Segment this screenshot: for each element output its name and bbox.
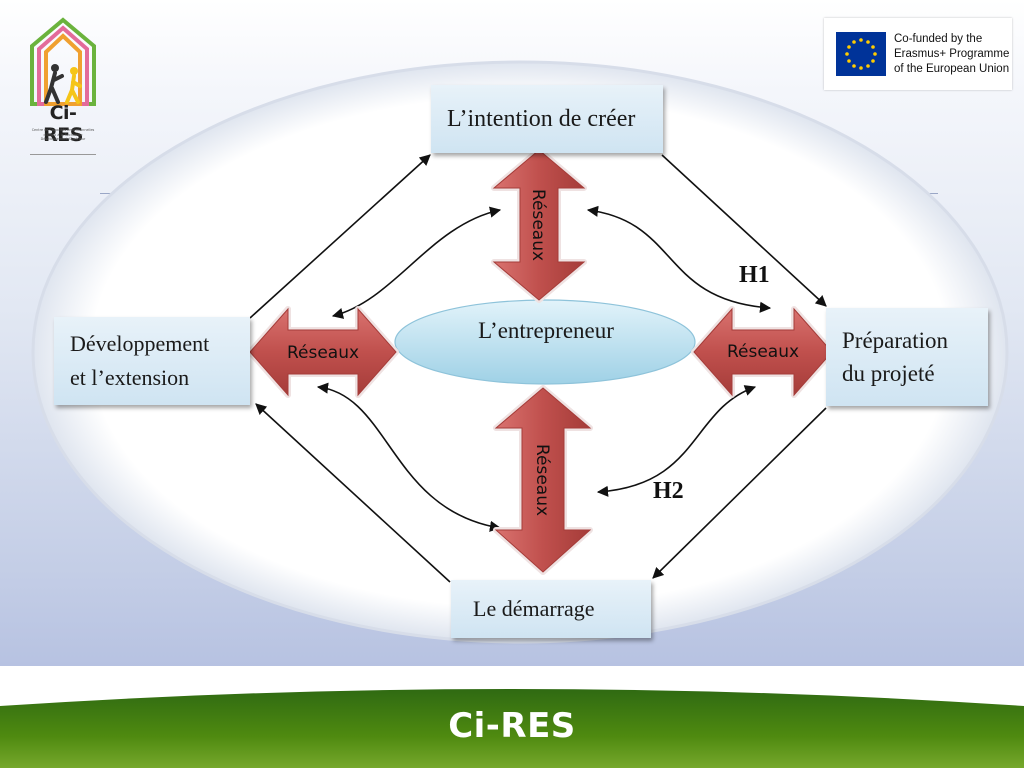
curved-arrow-bottom-right xyxy=(596,385,757,497)
footer-title: Ci-RES xyxy=(448,706,576,746)
erasmus-cofunded-logo: Co-funded by the Erasmus+ Programme of t… xyxy=(824,18,1012,90)
reseaux-arrow-bottom xyxy=(493,385,593,575)
footer-band xyxy=(0,666,1024,768)
logo-subtitle: Centre de Capacités Institutionnelles d'… xyxy=(31,128,95,142)
reseaux-label-top: Réseaux xyxy=(528,189,548,261)
reseaux-label-right: Réseaux xyxy=(727,342,799,362)
eu-flag-icon xyxy=(836,32,886,76)
reseaux-arrow-top xyxy=(491,147,587,303)
ci-res-house-icon xyxy=(30,17,96,106)
reseaux-label-bottom: Réseaux xyxy=(532,444,552,516)
entrepreneur-label: L’entrepreneur xyxy=(478,318,614,343)
entrepreneur-ellipse xyxy=(394,299,696,385)
reseaux-arrow-right xyxy=(691,306,835,398)
reseaux-arrow-left xyxy=(247,306,399,398)
eu-funding-text: Co-funded by the Erasmus+ Programme of t… xyxy=(894,33,1010,75)
node-intention-label: L’intention de créer xyxy=(447,105,636,132)
node-demarrage-label: Le démarrage xyxy=(473,596,595,621)
curved-arrow-bottom-left xyxy=(316,382,502,532)
node-developpement: Développement et l’extension xyxy=(54,317,250,405)
hypothesis-h2: H2 xyxy=(653,478,684,504)
hypothesis-h1: H1 xyxy=(739,262,770,288)
node-developpement-line1: Développement xyxy=(70,331,210,356)
reseaux-label-left: Réseaux xyxy=(287,343,359,363)
ci-res-logo: Ci-RES Centre de Capacités Institutionne… xyxy=(28,16,98,156)
curved-arrow-top-left xyxy=(331,206,502,319)
node-preparation: Préparation du projeté xyxy=(826,308,988,406)
logo-title: Ci-RES xyxy=(43,102,83,146)
curved-arrow-top-right xyxy=(586,205,772,313)
node-intention: L’intention de créer xyxy=(431,85,663,153)
node-preparation-line2: du projeté xyxy=(842,361,935,386)
logo-divider xyxy=(30,154,96,155)
node-preparation-line1: Préparation xyxy=(842,328,949,353)
node-developpement-line2: et l’extension xyxy=(70,365,190,390)
node-demarrage: Le démarrage xyxy=(451,580,651,638)
